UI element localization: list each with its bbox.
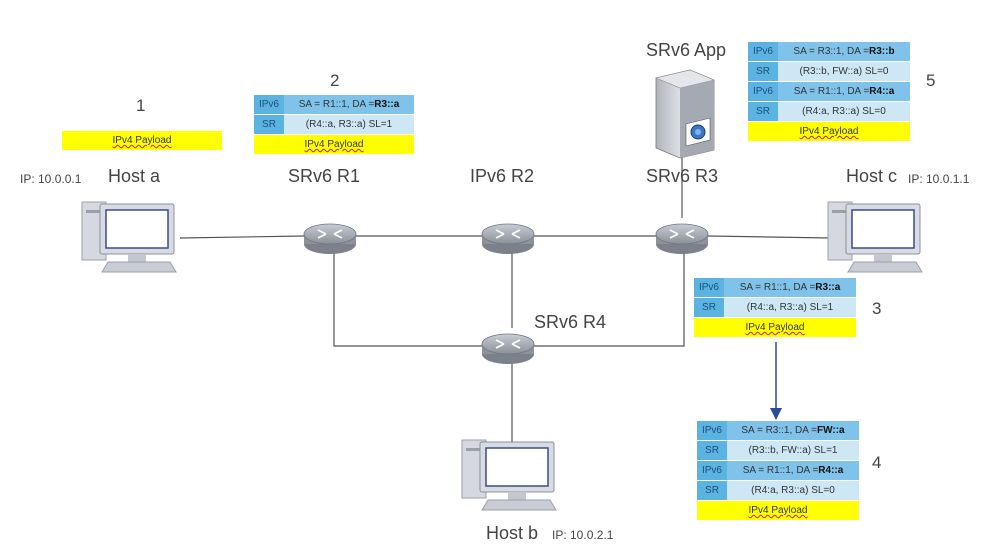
ipv6-header-row: IPv6 SA = R1::1, DA = R3::a	[694, 278, 856, 297]
host-c-ip: IP: 10.0.1.1	[908, 172, 970, 186]
outer-ipv6-header: SA = R3::1, DA = R3::b	[778, 42, 910, 61]
step-4: 4	[872, 453, 882, 472]
links	[179, 140, 831, 448]
sr-tag: SR	[748, 62, 778, 81]
packet-3: IPv6 SA = R1::1, DA = R3::a SR (R4::a, R…	[694, 278, 856, 337]
ipv6-header: SA = R1::1, DA = R3::a	[284, 95, 414, 114]
ipv6-tag: IPv6	[694, 278, 724, 297]
sr-header-row: SR (R4::a, R3::a) SL=1	[254, 115, 414, 134]
payload-row: IPv4 Payload	[694, 318, 856, 337]
packet-2: IPv6 SA = R1::1, DA = R3::a SR (R4::a, R…	[254, 95, 414, 154]
packet-1: IPv4 Payload	[62, 131, 222, 150]
router-r1-icon	[303, 223, 357, 255]
host-b-label: Host b	[486, 523, 539, 543]
packet-5: IPv6 SA = R3::1, DA = R3::b SR (R3::b, F…	[748, 42, 910, 141]
inner-sr-header-row: SR (R4:a, R3::a) SL=0	[748, 102, 910, 121]
sr-header-row: SR (R4::a, R3::a) SL=1	[694, 298, 856, 317]
inner-ipv6-header-row: IPv6 SA = R1::1, DA = R4::a	[748, 82, 910, 101]
router-r2-icon	[481, 223, 535, 255]
ipv6-tag: IPv6	[697, 421, 727, 440]
sr-tag: SR	[254, 115, 284, 134]
ipv6-header-row: IPv6 SA = R1::1, DA = R3::a	[254, 95, 414, 114]
step-1: 1	[136, 96, 146, 115]
host-a-label: Host a	[108, 166, 161, 186]
outer-ipv6-header-row: IPv6 SA = R3::1, DA = FW::a	[697, 421, 859, 440]
inner-ipv6-header: SA = R1::1, DA = R4::a	[778, 82, 910, 101]
packet-4: IPv6 SA = R3::1, DA = FW::a SR (R3::b, F…	[697, 421, 859, 520]
router-r3-icon	[655, 223, 709, 255]
inner-sr-header-row: SR (R4:a, R3::a) SL=0	[697, 481, 859, 500]
ipv6-tag: IPv6	[254, 95, 284, 114]
payload-row: IPv4 Payload	[254, 135, 414, 154]
app-label: SRv6 App	[646, 40, 727, 60]
outer-sr-header: (R3::b, FW::a) SL=0	[778, 62, 910, 81]
router-r2-label: IPv6 R2	[470, 166, 535, 186]
step-5: 5	[926, 71, 936, 90]
inner-sr-header: (R4:a, R3::a) SL=0	[778, 102, 910, 121]
outer-sr-header-row: SR (R3::b, FW::a) SL=0	[748, 62, 910, 81]
ipv6-tag: IPv6	[748, 42, 778, 61]
host-c-label: Host c	[846, 166, 898, 186]
ipv6-tag: IPv6	[748, 82, 778, 101]
ipv6-header: SA = R1::1, DA = R3::a	[724, 278, 856, 297]
router-r4-label: SRv6 R4	[534, 312, 607, 332]
router-r4-icon	[481, 333, 535, 365]
sr-tag: SR	[697, 481, 727, 500]
router-r1-label: SRv6 R1	[288, 166, 361, 186]
sr-tag: SR	[748, 102, 778, 121]
step-3: 3	[872, 299, 882, 318]
sr-header: (R4::a, R3::a) SL=1	[284, 115, 414, 134]
payload-row: IPv4 Payload	[748, 122, 910, 141]
inner-sr-header: (R4:a, R3::a) SL=0	[727, 481, 859, 500]
outer-ipv6-header-row: IPv6 SA = R3::1, DA = R3::b	[748, 42, 910, 61]
inner-ipv6-header-row: IPv6 SA = R1::1, DA = R4::a	[697, 461, 859, 480]
outer-sr-header-row: SR (R3::b, FW::a) SL=1	[697, 441, 859, 460]
outer-ipv6-header: SA = R3::1, DA = FW::a	[727, 421, 859, 440]
sr-tag: SR	[694, 298, 724, 317]
server-icon	[655, 69, 715, 159]
router-r3-label: SRv6 R3	[646, 166, 719, 186]
sr-tag: SR	[697, 441, 727, 460]
host-a-computer-icon	[81, 201, 177, 273]
payload-row: IPv4 Payload	[62, 131, 222, 150]
host-a-ip: IP: 10.0.0.1	[20, 172, 82, 186]
inner-ipv6-header: SA = R1::1, DA = R4::a	[727, 461, 859, 480]
outer-sr-header: (R3::b, FW::a) SL=1	[727, 441, 859, 460]
ipv6-tag: IPv6	[697, 461, 727, 480]
step-2: 2	[330, 71, 340, 90]
host-c-computer-icon	[827, 201, 923, 273]
host-b-ip: IP: 10.0.2.1	[552, 528, 614, 542]
payload-row: IPv4 Payload	[697, 501, 859, 520]
host-b-computer-icon	[461, 439, 557, 511]
sr-header: (R4::a, R3::a) SL=1	[724, 298, 856, 317]
